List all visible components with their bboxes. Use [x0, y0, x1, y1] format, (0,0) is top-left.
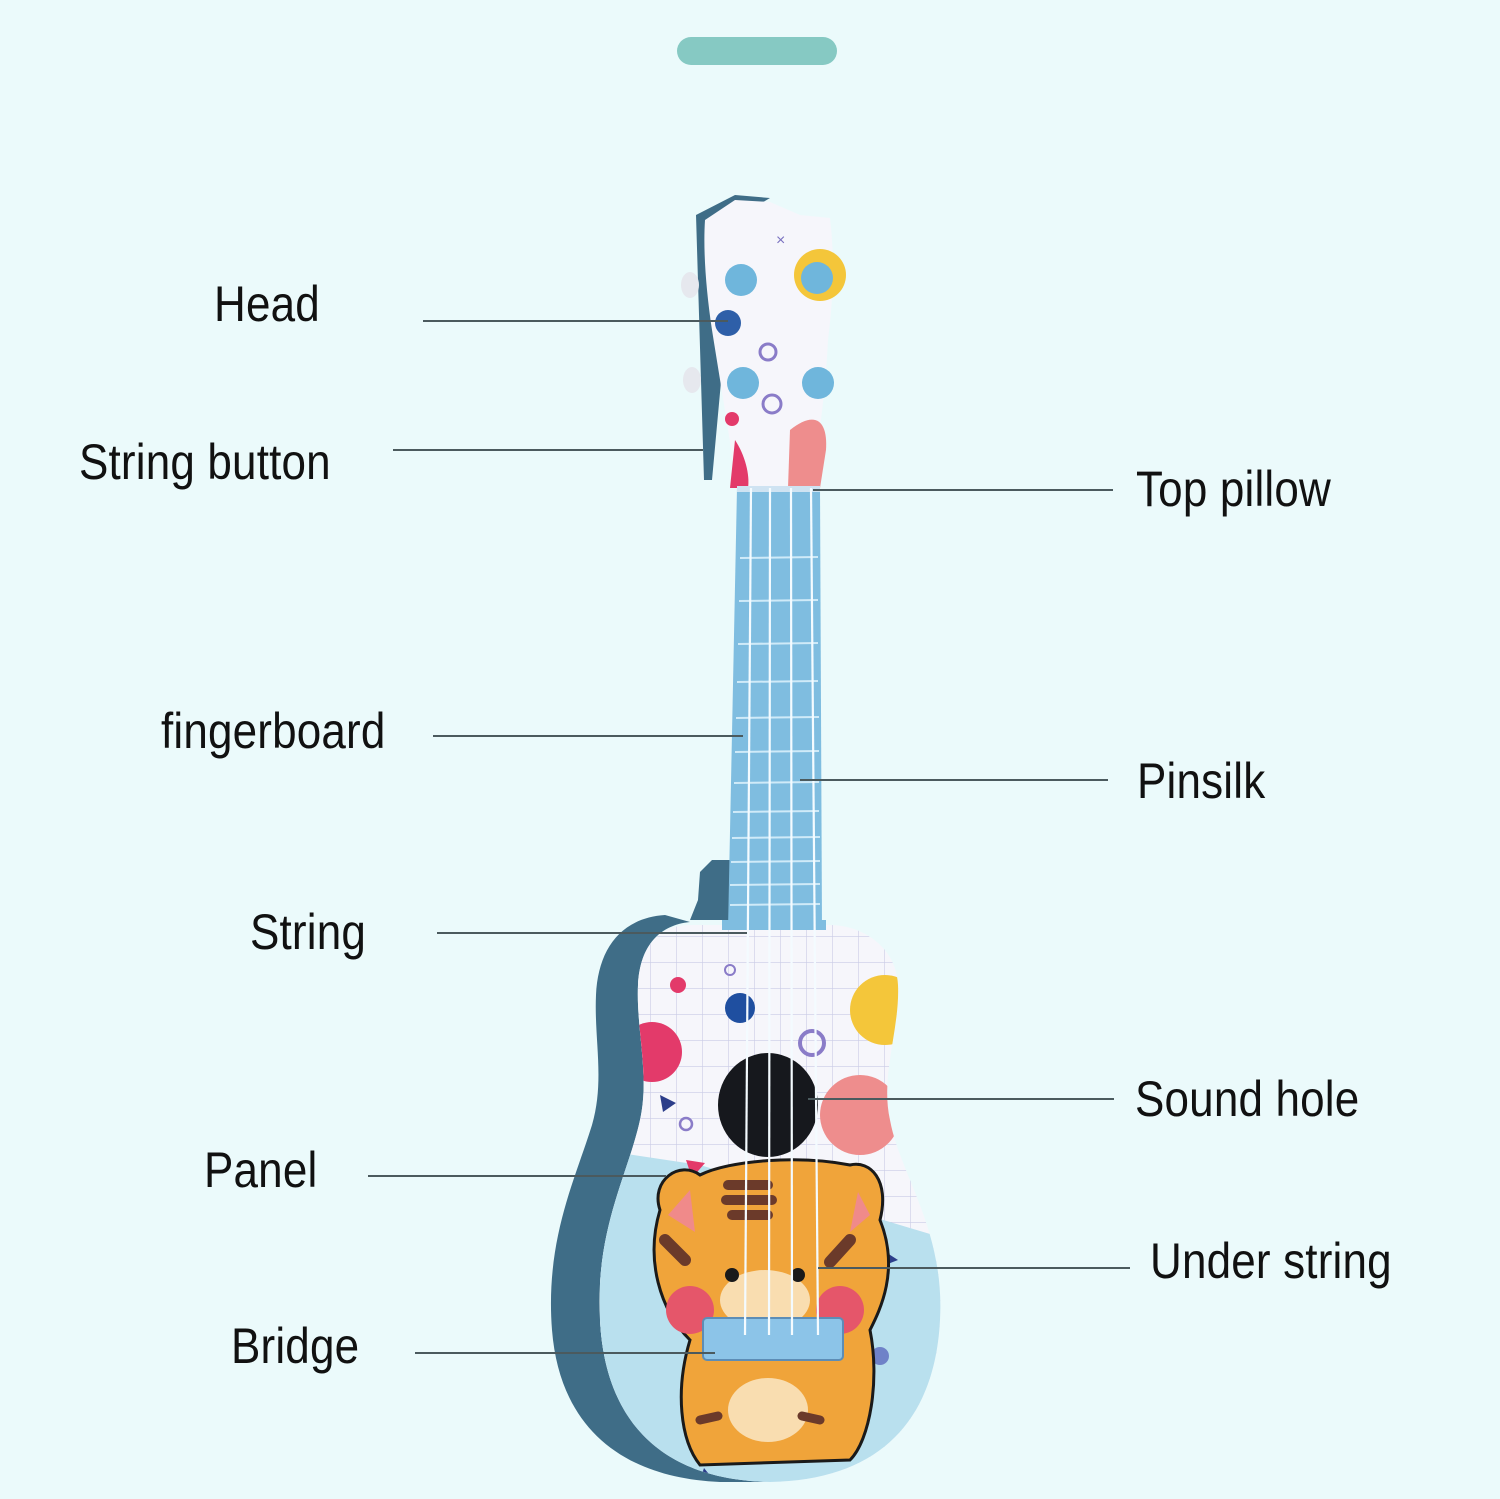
leader-panel — [368, 1175, 666, 1177]
leader-pinsilk — [800, 779, 1108, 781]
string-line — [809, 487, 820, 1336]
tuning-peg — [801, 262, 833, 294]
tuning-peg — [802, 367, 834, 399]
tiger-decal — [652, 1158, 890, 1467]
string-line — [767, 487, 772, 1336]
body-side — [550, 915, 770, 1482]
leader-string — [437, 932, 747, 934]
leader-under-string — [818, 1267, 1130, 1269]
label-under-string: Under string — [1150, 1233, 1392, 1289]
label-head: Head — [214, 276, 320, 332]
label-string: String — [250, 904, 367, 960]
label-top-pillow: Top pillow — [1136, 461, 1331, 517]
label-panel: Panel — [204, 1142, 318, 1198]
top-pillow-piece — [737, 486, 820, 492]
label-string-button: String button — [79, 434, 331, 490]
strings — [743, 487, 820, 1336]
leader-string-button — [393, 449, 703, 451]
leader-top-pillow — [813, 489, 1113, 491]
leader-bridge — [415, 1352, 715, 1354]
label-sound-hole: Sound hole — [1135, 1071, 1360, 1127]
sound-hole — [718, 1053, 818, 1157]
tuning-peg — [725, 264, 757, 296]
leader-head — [423, 320, 728, 322]
decorative-pill — [677, 37, 837, 65]
bridge-piece — [702, 1317, 844, 1361]
string-line — [789, 487, 794, 1336]
tuning-peg — [727, 367, 759, 399]
svg-text:×: × — [776, 232, 785, 249]
leader-fingerboard — [433, 735, 743, 737]
tuning-pegs — [681, 262, 834, 399]
label-fingerboard: fingerboard — [161, 703, 386, 759]
string-line — [743, 487, 753, 1336]
fingerboard-piece — [728, 488, 822, 930]
neck-heel — [690, 860, 735, 920]
leader-sound-hole — [808, 1098, 1114, 1100]
label-pinsilk: Pinsilk — [1137, 753, 1266, 809]
label-bridge: Bridge — [231, 1318, 360, 1374]
